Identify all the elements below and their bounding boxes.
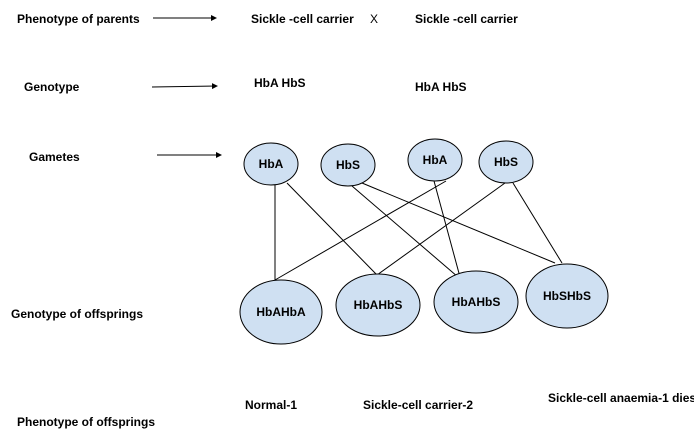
offspring-node: HbSHbS [525,263,609,329]
cross-line [274,180,447,281]
label-genotype: Genotype [24,80,80,94]
gamete-label: HbS [336,158,360,172]
gamete-node: HbS [320,143,376,187]
offspring-label: HbAHbS [452,295,501,309]
gamete-label: HbA [259,157,284,171]
cross-line [361,182,556,264]
label-phenotype-of-offsprings: Phenotype of offsprings [17,415,155,429]
parent-left-genotype: HbA HbS [254,76,306,90]
gamete-node: HbA [407,138,463,182]
offspring-node: HbAHbA [239,279,323,345]
gamete-node: HbS [478,140,534,184]
cross-line [351,185,459,278]
cross-line [286,182,378,276]
parent-right-phenotype: Sickle -cell carrier [415,12,518,26]
label-gametes: Gametes [29,150,80,164]
cross-symbol: X [370,12,379,26]
offspring-label: HbAHbS [354,298,403,312]
offspring-phenotype-anaemia: Sickle-cell anaemia-1 dies [548,391,694,405]
gamete-node: HbA [243,142,299,186]
gamete-label: HbS [494,155,518,169]
cross-line [512,182,563,264]
label-genotype-of-offsprings: Genotype of offsprings [11,307,143,321]
offspring-label: HbSHbS [543,289,591,303]
label-phenotype-of-parents: Phenotype of parents [17,12,140,26]
gamete-label: HbA [423,153,448,167]
cross-lines [274,180,563,281]
offspring-phenotype-carrier: Sickle-cell carrier-2 [363,398,474,412]
parent-left-phenotype: Sickle -cell carrier [251,12,354,26]
parent-right-genotype: HbA HbS [415,80,467,94]
offspring-node: HbAHbS [335,273,421,337]
offspring-phenotype-normal: Normal-1 [245,398,298,412]
offspring-label: HbAHbA [256,305,306,319]
offspring-node: HbAHbS [433,270,519,334]
cross-line [433,180,461,278]
arrow-genotype [151,83,218,90]
cross-line [376,182,506,276]
